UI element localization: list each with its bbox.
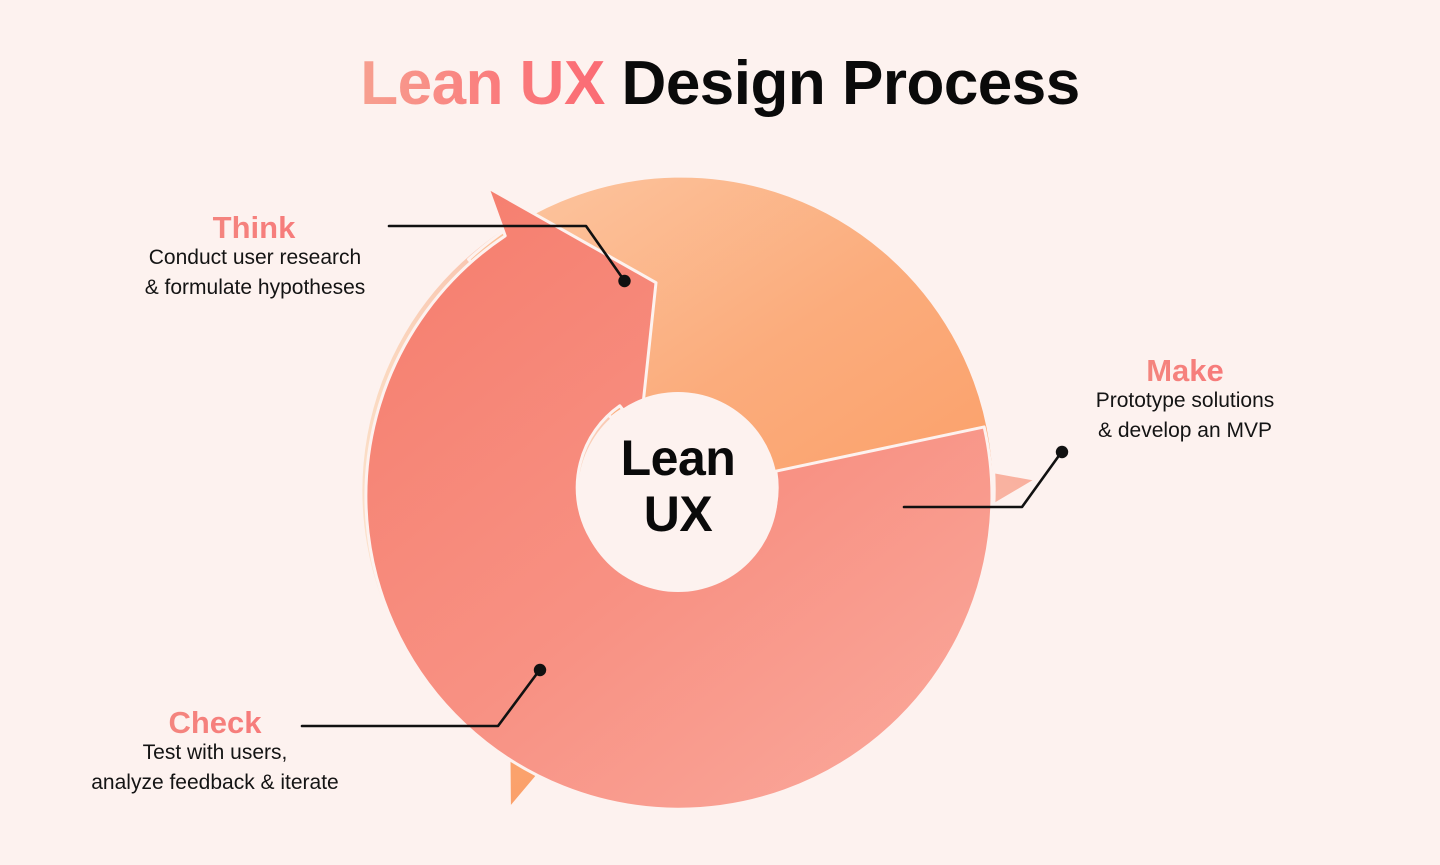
hub-label: Lean UX [578,430,778,542]
connector-dot-think [618,274,631,288]
page-title: Lean UX Design Process [0,49,1440,118]
callout-think-line1: Conduct user research [148,246,362,269]
callout-check[interactable]: Check Test with users, analyze feedback … [20,707,410,798]
connector-think [387,224,625,281]
page-title-accent: Lean UX [360,49,605,118]
cycle-hub [578,392,778,592]
callout-make-title: Make [1040,355,1330,386]
connector-dot-make [1055,445,1069,459]
hub-label-line2: UX [643,486,713,542]
page-title-plain: Design Process [604,49,1081,118]
callout-make[interactable]: Make Prototype solutions & develop an MV… [1040,355,1330,446]
callout-make-line2: & develop an MVP [1098,418,1272,442]
callout-check-line1: Test with users, [142,741,288,764]
callout-think-line2: & formulate hypotheses [144,275,366,299]
callout-check-line2: analyze feedback & iterate [91,770,339,794]
connector-make [902,452,1062,509]
connector-dot-check [533,663,547,677]
connector-check [300,670,540,728]
callout-check-title: Check [20,707,410,738]
callout-make-line1: Prototype solutions [1095,389,1275,412]
hub-label-line1: Lean [620,430,736,486]
callout-think-title: Think [60,212,450,243]
callout-think[interactable]: Think Conduct user research & formulate … [60,212,450,303]
